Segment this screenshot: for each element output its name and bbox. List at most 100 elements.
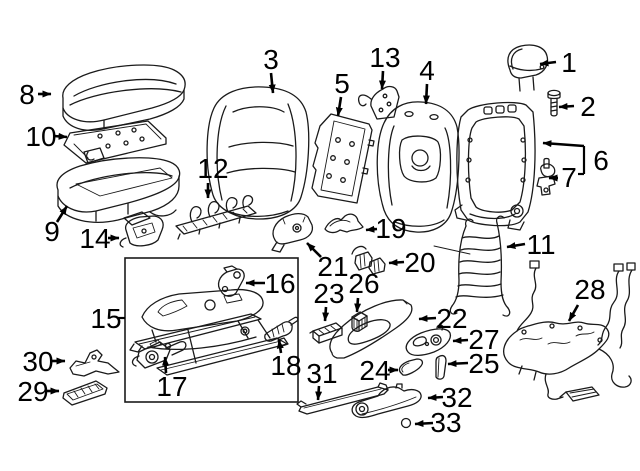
callout-32[interactable]: 32 (427, 382, 473, 413)
side-bracket-21 (271, 212, 314, 253)
callout-28[interactable]: 28 (567, 274, 606, 322)
callout-19-arrow (365, 225, 378, 233)
callout-9-label: 9 (44, 216, 60, 247)
callout-5[interactable]: 5 (334, 68, 350, 117)
callout-26-label: 26 (348, 268, 379, 299)
bracket-16 (217, 265, 245, 297)
callout-27[interactable]: 27 (452, 324, 500, 355)
callout-23[interactable]: 23 (313, 278, 345, 322)
callout-6[interactable]: 6 (542, 140, 609, 176)
callout-4[interactable]: 4 (419, 55, 435, 105)
callout-22-arrow (418, 315, 437, 322)
callout-13-arrow (378, 70, 386, 90)
callout-11-label: 11 (526, 229, 555, 260)
callout-11[interactable]: 11 (506, 229, 556, 260)
callout-1[interactable]: 1 (539, 47, 577, 78)
callout-7-label: 7 (561, 162, 577, 193)
callout-27-label: 27 (468, 324, 499, 355)
callout-8-label: 8 (19, 79, 35, 110)
callout-1-arrow (539, 59, 557, 67)
headrest (507, 44, 549, 92)
callout-1-label: 1 (561, 47, 577, 78)
callout-26[interactable]: 26 (348, 268, 380, 313)
callout-2-label: 2 (580, 91, 596, 122)
seat-back-cushion (376, 101, 460, 233)
side-shield-panel (329, 299, 413, 359)
seat-cushion-heater-mat (63, 120, 167, 164)
seat-cushion-cover (62, 64, 186, 131)
callout-6-arrow (542, 140, 585, 148)
callout-11-arrow (506, 242, 526, 250)
callout-19-label: 19 (375, 213, 406, 244)
bracket-19 (324, 213, 364, 234)
callout-16[interactable]: 16 (245, 268, 296, 299)
callout-2[interactable]: 2 (558, 91, 596, 122)
callout-7[interactable]: 7 (548, 162, 577, 193)
callout-9[interactable]: 9 (44, 205, 69, 247)
callout-18-arrow (276, 339, 284, 354)
callout-21[interactable]: 21 (306, 242, 349, 282)
seat-adjuster-box (124, 257, 299, 403)
seat-cushion-pad (56, 157, 181, 223)
callout-22-label: 22 (436, 303, 467, 334)
trim-strip-29 (62, 380, 108, 406)
callout-20-label: 20 (404, 247, 435, 278)
callout-10[interactable]: 10 (25, 121, 68, 152)
callout-21-label: 21 (317, 251, 348, 282)
callout-15[interactable]: 15 (90, 303, 125, 334)
callout-8[interactable]: 8 (19, 79, 52, 110)
callout-16-label: 16 (264, 268, 295, 299)
callout-18[interactable]: 18 (270, 339, 302, 381)
callout-33-label: 33 (430, 407, 461, 438)
callout-3[interactable]: 3 (263, 44, 279, 94)
adjuster-actuator (264, 316, 299, 342)
grommet-33 (400, 417, 412, 429)
callout-13[interactable]: 13 (369, 42, 401, 90)
callout-31[interactable]: 31 (306, 358, 338, 401)
callout-17-label: 17 (156, 371, 187, 402)
suspension-spring-mat (175, 194, 257, 240)
callout-14[interactable]: 14 (79, 223, 120, 254)
wiring-harness (503, 260, 636, 402)
callout-25[interactable]: 25 (447, 348, 500, 379)
callout-21-arrow (306, 242, 322, 258)
callout-27-arrow (452, 336, 469, 344)
callout-13-label: 13 (369, 42, 400, 73)
headrest-guide-bolt (547, 89, 561, 117)
handle-24 (398, 358, 424, 376)
callout-17[interactable]: 17 (156, 356, 188, 402)
switch-26 (351, 311, 368, 332)
callout-33-arrow (414, 420, 434, 428)
callout-3-arrow (268, 72, 276, 94)
callout-25-arrow (447, 360, 469, 368)
clip-set-20 (351, 245, 386, 275)
seat-back-frame (454, 101, 536, 231)
callout-26-arrow (354, 297, 362, 313)
callout-2-arrow (558, 102, 575, 110)
callout-22[interactable]: 22 (418, 303, 468, 334)
callout-24-label: 24 (359, 355, 390, 386)
callout-31-arrow (315, 385, 323, 401)
callout-32-label: 32 (441, 382, 472, 413)
callout-19[interactable]: 19 (365, 213, 407, 244)
trim-cap-25 (435, 354, 447, 380)
callout-20[interactable]: 20 (388, 247, 436, 278)
callout-28-arrow (567, 304, 580, 322)
callout-4-arrow (422, 83, 430, 105)
bracket-30 (69, 349, 120, 377)
callout-24[interactable]: 24 (359, 355, 399, 386)
callout-23-arrow (322, 306, 330, 322)
callout-30[interactable]: 30 (22, 346, 66, 377)
seat-adjuster-track-assembly (129, 288, 289, 376)
callout-20-arrow (388, 258, 405, 266)
occupant-sensor-module (119, 211, 164, 248)
callout-29[interactable]: 29 (17, 376, 60, 407)
callout-31-label: 31 (306, 358, 337, 389)
track-cover-32 (351, 383, 422, 419)
callout-12[interactable]: 12 (197, 153, 229, 199)
seat-switch-panel (405, 324, 452, 357)
callout-9-arrow (55, 205, 69, 223)
callout-15-label: 15 (90, 303, 121, 334)
callout-33[interactable]: 33 (414, 407, 462, 438)
